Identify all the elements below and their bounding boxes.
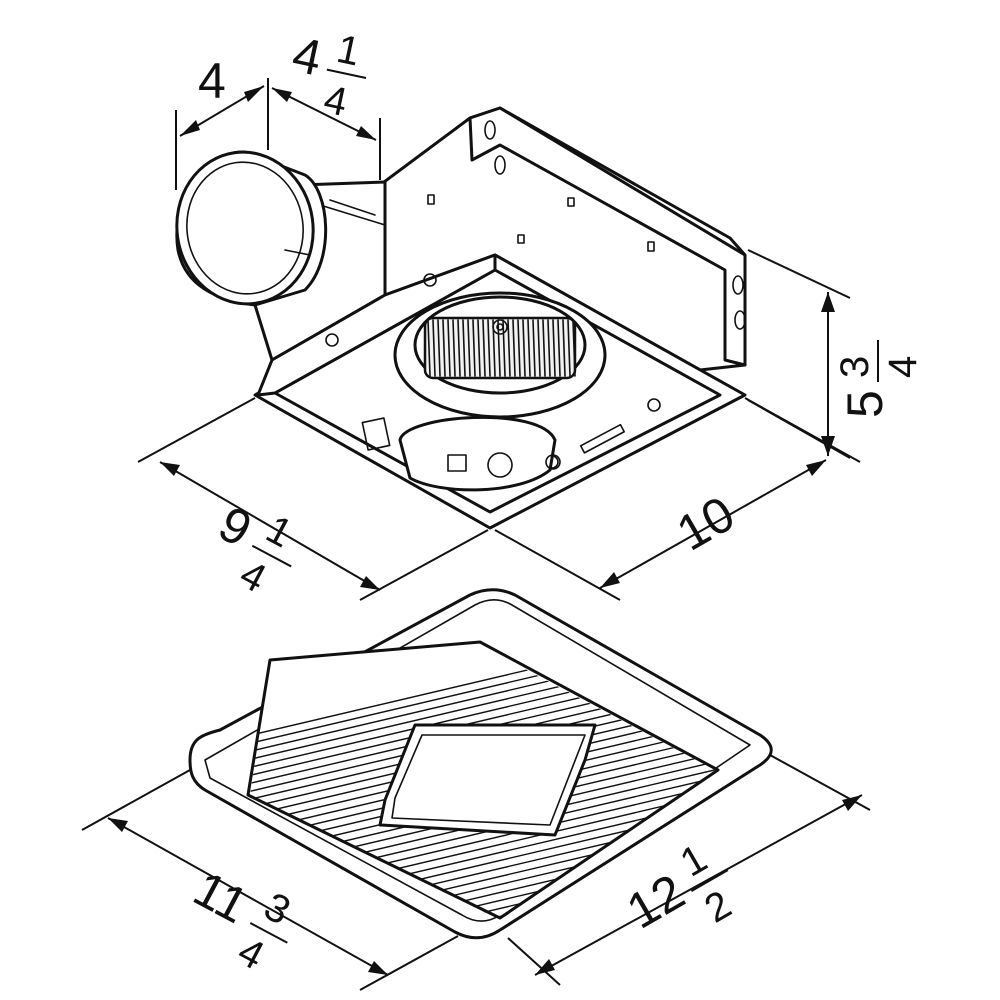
keyhole-slot [494, 155, 506, 175]
blower-fin [572, 319, 576, 377]
svg-text:4: 4 [320, 77, 351, 125]
label-duct-depth: 4 [198, 53, 226, 109]
frame-slot [579, 423, 625, 454]
svg-text:5: 5 [837, 390, 893, 418]
blower-fin [507, 319, 511, 377]
svg-text:4: 4 [881, 356, 925, 378]
blower-fin [487, 319, 491, 377]
dim-line-grille-width [107, 817, 389, 976]
damper-tab [329, 199, 376, 216]
svg-text:3: 3 [833, 356, 877, 378]
svg-text:1: 1 [333, 27, 364, 75]
grille-cover [188, 588, 773, 940]
blower-fin [527, 319, 531, 377]
fan-housing [175, 106, 747, 530]
svg-text:2: 2 [697, 882, 738, 931]
keyhole-slot [484, 120, 496, 140]
svg-text:1: 1 [673, 836, 714, 885]
blower-fin [447, 319, 451, 377]
mounting-bracket [468, 106, 747, 367]
blower-fin [462, 319, 466, 377]
blower-fin [562, 319, 566, 377]
blower-fin [517, 319, 521, 377]
blower-fin [482, 319, 486, 377]
svg-text:1: 1 [259, 507, 299, 556]
blower-fin [547, 319, 551, 377]
svg-text:4: 4 [288, 26, 327, 87]
blower-fin [457, 319, 461, 377]
dim-line-grille-length [534, 794, 863, 976]
blower-fin [477, 319, 481, 377]
blower-fin [567, 319, 571, 377]
svg-text:4: 4 [231, 929, 271, 978]
svg-text:4: 4 [233, 552, 273, 601]
blower-fin [532, 319, 536, 377]
frame-hole [325, 333, 339, 347]
motor [361, 415, 561, 492]
duct-collar [175, 150, 328, 307]
light-lens [378, 723, 597, 837]
blower-fin [537, 319, 541, 377]
blower-fin [437, 319, 441, 377]
blower-fin [472, 319, 476, 377]
grille-slat [250, 645, 715, 741]
blower-fin [442, 319, 446, 377]
label-housing-length: 10 [668, 485, 744, 561]
bracket-hole [567, 197, 575, 207]
svg-text:9: 9 [210, 495, 261, 558]
housing-side-wall [256, 253, 497, 397]
svg-text:10: 10 [668, 485, 744, 561]
label-grille-length: 12 1 2 [618, 836, 739, 939]
blower-fin [432, 319, 436, 377]
blower-fin [452, 319, 456, 377]
blower-fin [502, 319, 506, 377]
svg-text:12: 12 [618, 863, 694, 939]
blower-fin [512, 319, 516, 377]
blower-wheel [393, 291, 607, 419]
dim-line-housing-length [599, 459, 827, 589]
frame-hole [423, 273, 437, 287]
blower-fin [542, 319, 546, 377]
blower-fin [467, 319, 471, 377]
transition-edge [319, 204, 386, 226]
label-housing-width: 9 1 4 [210, 495, 299, 601]
bracket-hole [427, 194, 435, 205]
blower-fin [552, 319, 556, 377]
bracket-hole [647, 241, 655, 252]
bracket-hole [517, 234, 525, 244]
dim-line-housing-width [159, 461, 381, 591]
svg-text:11: 11 [185, 860, 257, 934]
keyhole-slot [734, 310, 746, 330]
dimension-lines [81, 78, 871, 991]
keyhole-slot [732, 275, 744, 295]
blower-fin [427, 319, 431, 377]
blower-fin [522, 319, 526, 377]
frame-hole [647, 398, 661, 412]
label-duct-diameter: 4 1 4 [288, 26, 367, 125]
label-housing-height: 5 3 4 [833, 340, 925, 418]
blower-fin [557, 319, 561, 377]
svg-text:3: 3 [257, 884, 297, 933]
